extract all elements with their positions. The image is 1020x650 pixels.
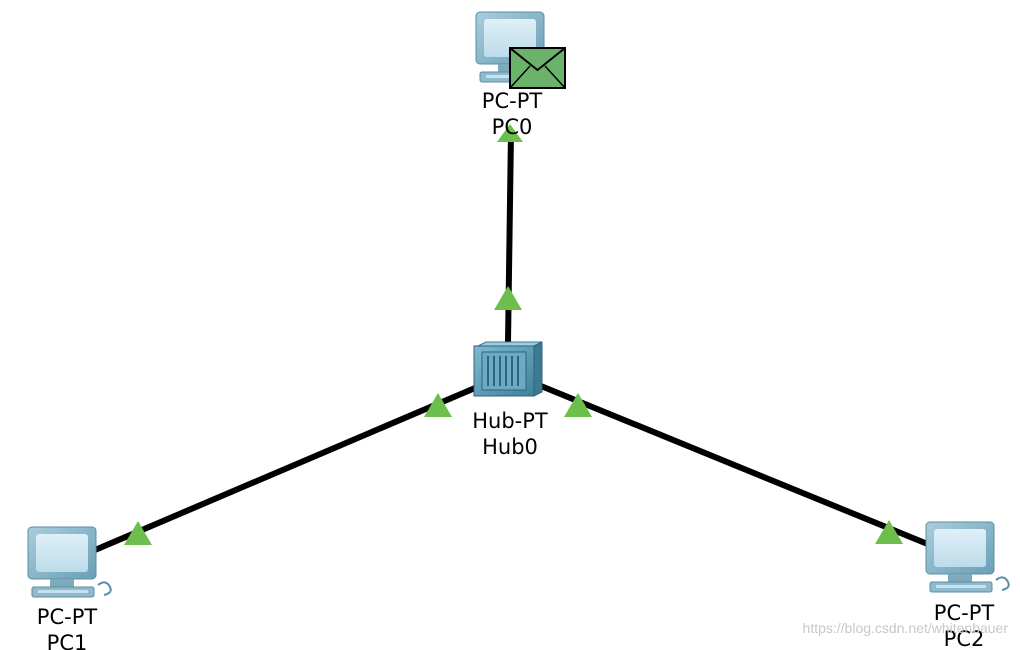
link-hub0-pc2[interactable] (538, 383, 933, 548)
hub0-model: Hub-PT (472, 409, 548, 433)
envelope-icon[interactable] (509, 47, 566, 89)
node-label-hub0: Hub-PT Hub0 (430, 408, 590, 460)
pc1-name: PC1 (46, 631, 88, 650)
link-light-hub0-top (494, 286, 522, 310)
link-hub0-pc0[interactable] (505, 129, 514, 345)
link-light-pc2-end (875, 520, 903, 544)
link-light-hub0-right (564, 393, 592, 417)
pc2-model: PC-PT (933, 601, 995, 625)
link-light-hub0-left (424, 393, 452, 417)
link-light-pc0-end (497, 124, 523, 142)
node-label-pc2: PC-PT PC2 (884, 600, 1020, 650)
pc-icon[interactable] (925, 521, 1010, 593)
link-light-pc1-end (124, 521, 152, 545)
pc2-name: PC2 (943, 627, 985, 650)
hub0-name: Hub0 (482, 435, 538, 459)
pc-icon[interactable] (27, 526, 112, 598)
pc0-name: PC0 (491, 115, 533, 139)
pc0-model: PC-PT (481, 89, 543, 113)
hub-icon[interactable] (473, 341, 543, 397)
link-hub0-pc1[interactable] (92, 385, 478, 553)
node-label-pc1: PC-PT PC1 (0, 604, 147, 650)
pc1-model: PC-PT (36, 605, 98, 629)
node-label-pc0: PC-PT PC0 (432, 88, 592, 140)
watermark: https://blog.csdn.net/whitenbauer (802, 620, 1008, 636)
